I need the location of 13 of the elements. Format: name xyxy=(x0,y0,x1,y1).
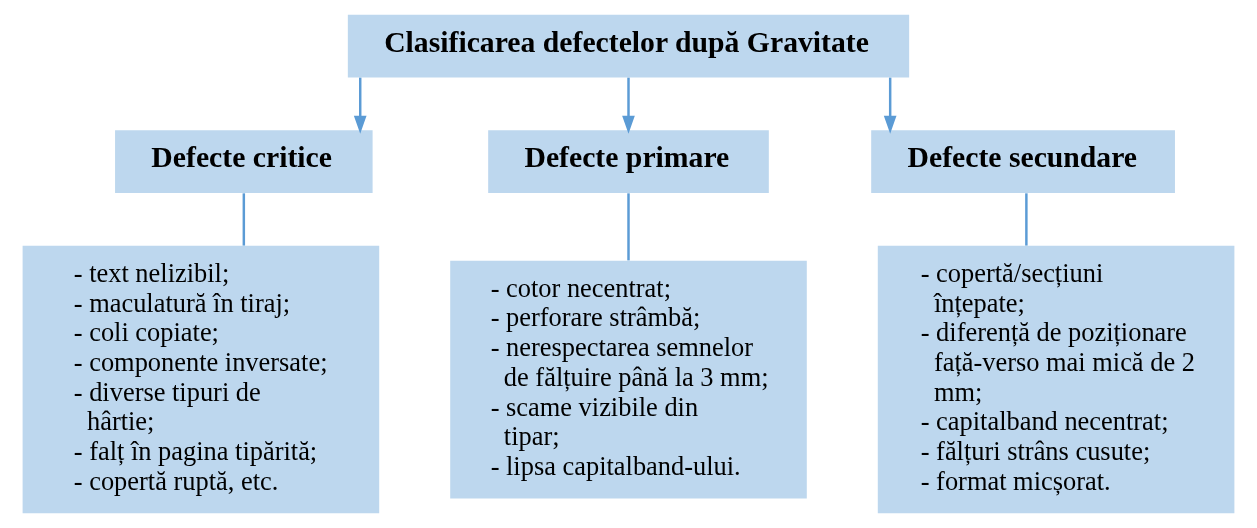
node-box: Defecte secundare xyxy=(871,130,1175,193)
node-box: Defecte primare xyxy=(488,130,769,193)
arrow xyxy=(622,77,635,134)
node-box: - cotor necentrat; - perforare strâmbă; - nerespectarea semnelor de fălțuire până la 3 mm; - scame vizibile din tipar; - lipsa capitalband-ului. xyxy=(450,260,807,499)
connector xyxy=(1025,193,1028,246)
connector xyxy=(242,193,246,246)
node-box: - text nelizibil; - maculatură în tiraj; - coli copiate; - componente inversate; - diverse tipuri de hârtie; - falț în pagina tipărită; - copertă ruptă, etc. xyxy=(22,245,380,514)
arrow xyxy=(883,77,897,134)
connector xyxy=(627,193,630,261)
node-box: Defecte critice xyxy=(115,130,373,193)
node-box: - copertă/secțiuni înțepate; - diferență de poziționare față-verso mai mică de 2 mm; - capitalband necentrat; - fălțuri strâns cusute; - format micșorat. xyxy=(877,245,1235,514)
node-box: Clasificarea defectelor după Gravitate xyxy=(347,14,910,78)
arrow xyxy=(353,77,367,134)
